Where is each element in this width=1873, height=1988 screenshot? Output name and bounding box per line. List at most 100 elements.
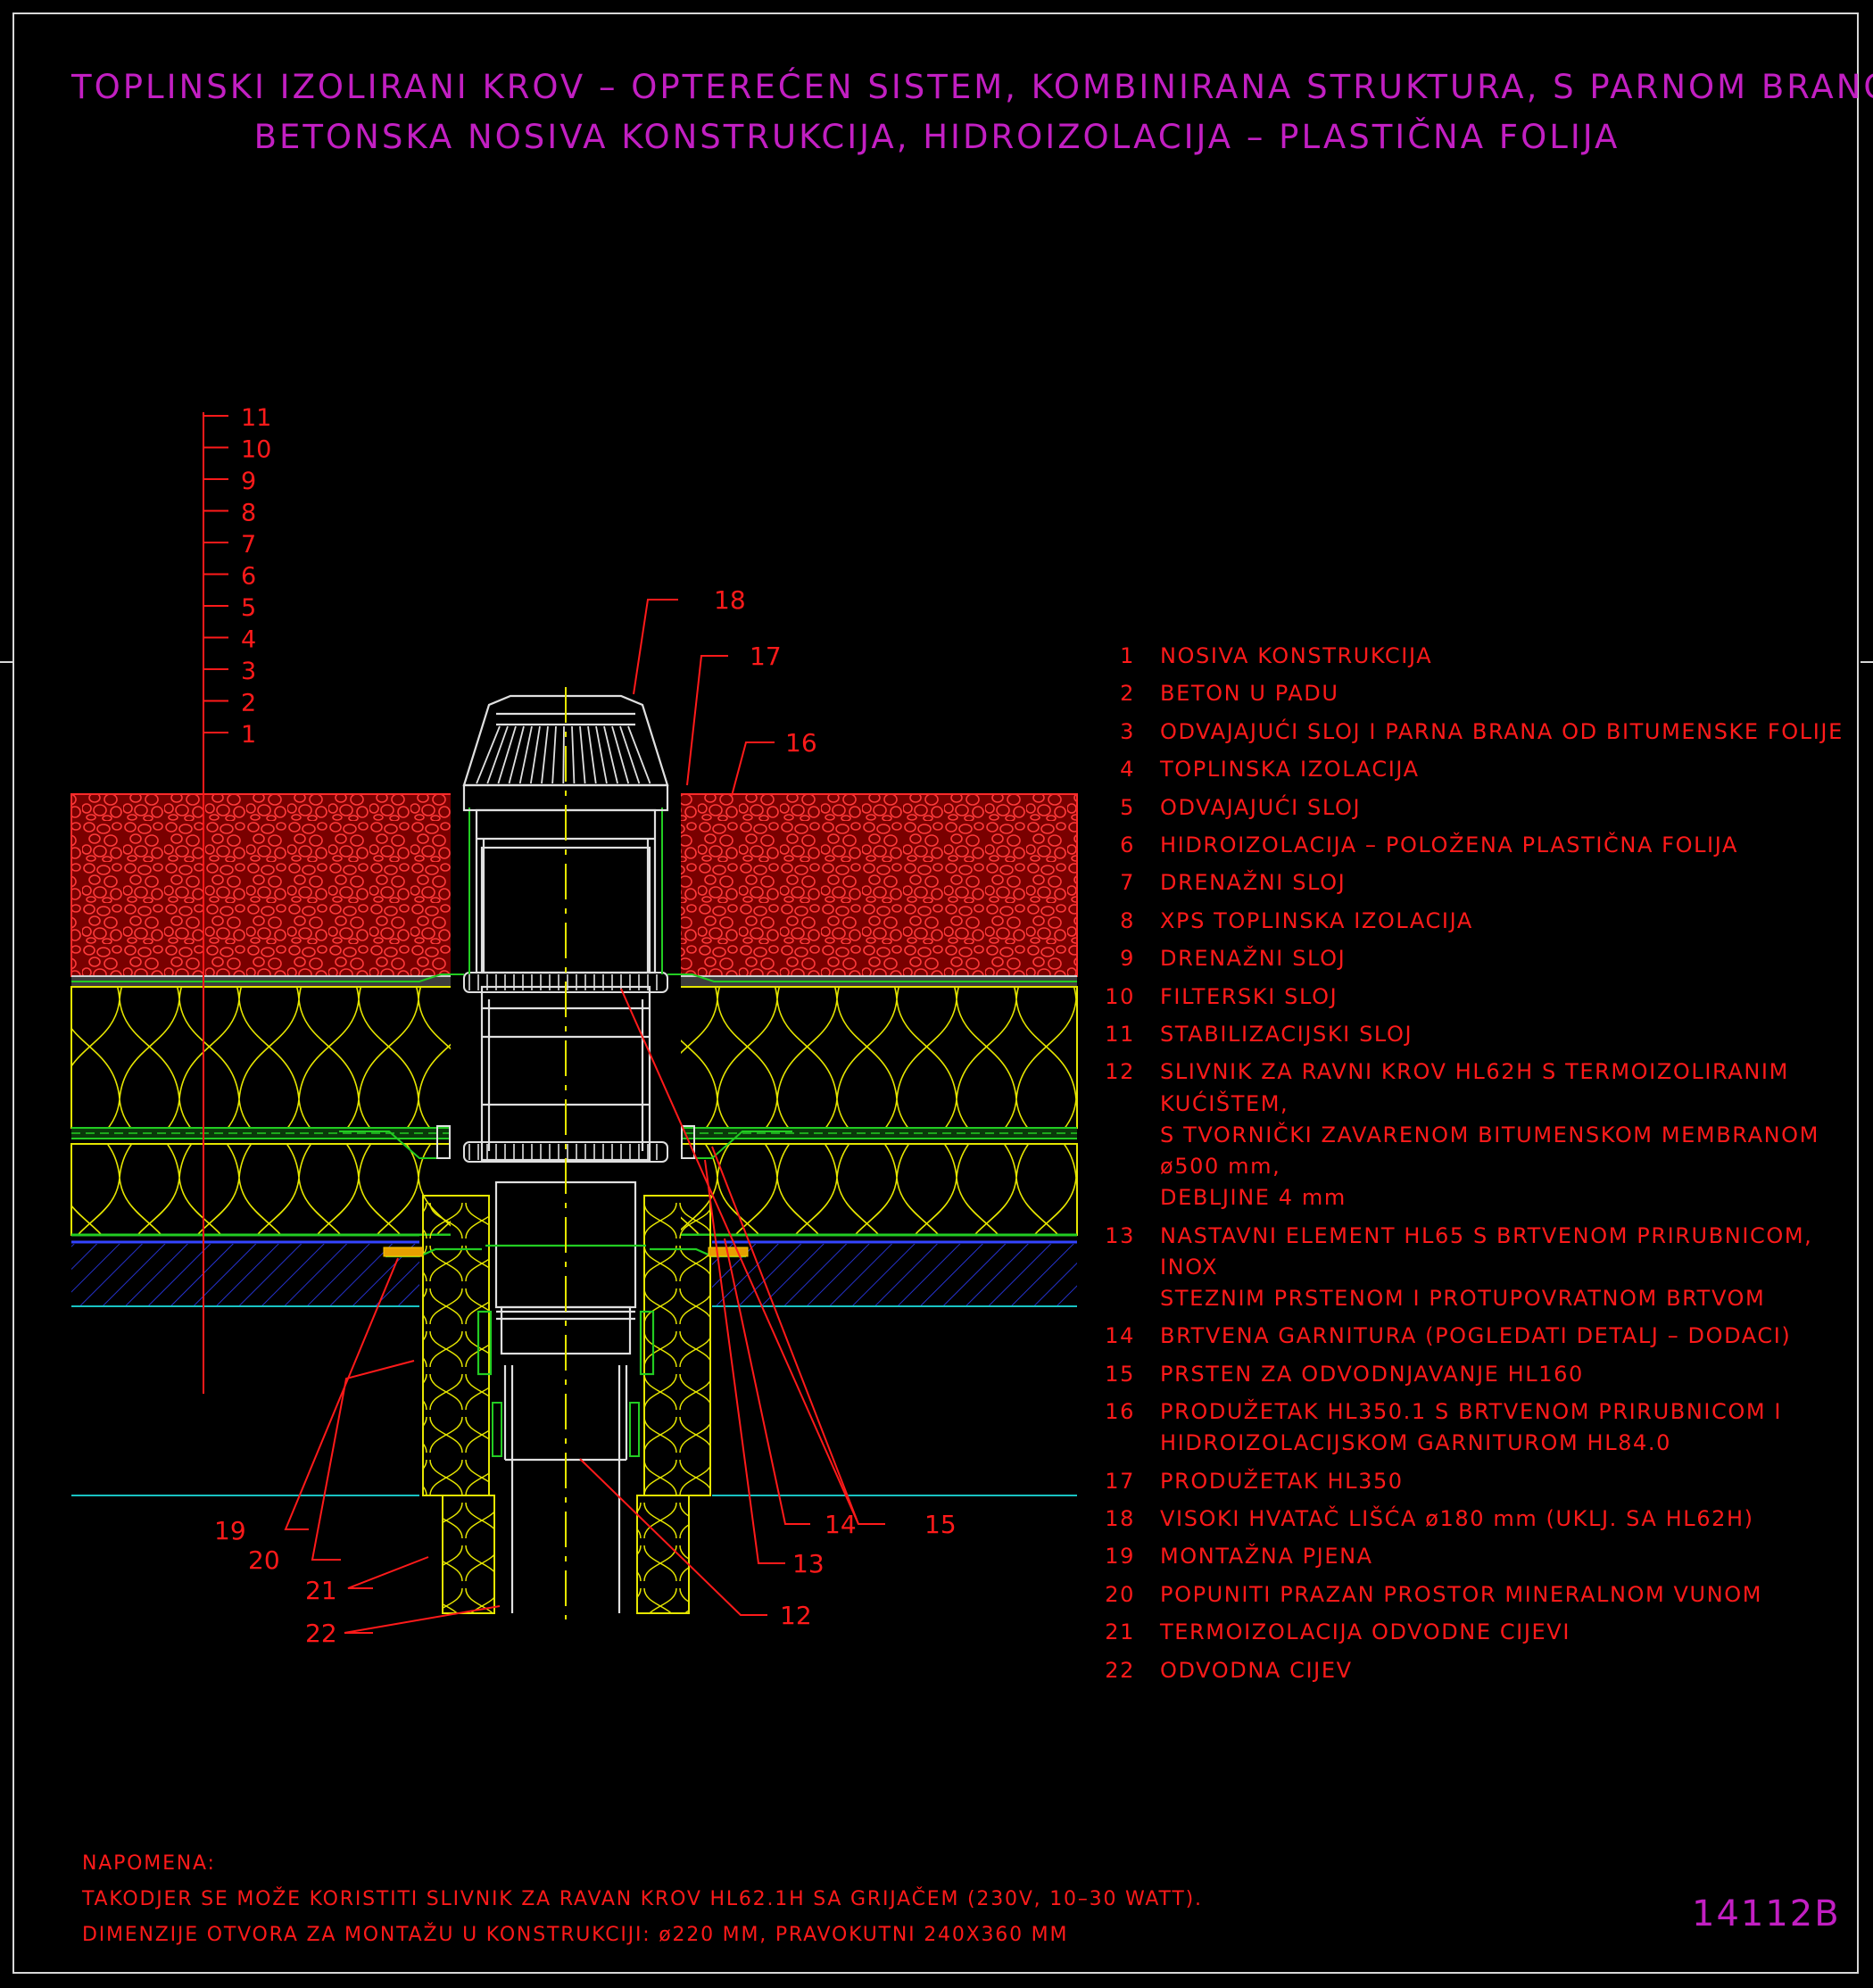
legend-item: 15 PRSTEN ZA ODVODNJAVANJE HL160: [1099, 1359, 1858, 1390]
note-heading: NAPOMENA:: [82, 1852, 216, 1875]
legend-number: 9: [1120, 946, 1135, 972]
layer-scale-label: 2: [241, 690, 256, 717]
callout-label: 13: [792, 1549, 825, 1578]
legend-number: 19: [1105, 1544, 1135, 1570]
legend-text: MONTAŽNA PJENA: [1160, 1544, 1373, 1570]
legend-text: PRODUŽETAK HL350.1 S BRTVENOM PRIRUBNICO…: [1160, 1399, 1783, 1456]
legend-number: 15: [1105, 1361, 1135, 1387]
callout-label: 15: [924, 1510, 957, 1539]
callout-label: 16: [785, 728, 817, 758]
legend-item: 9 DRENAŽNI SLOJ: [1099, 943, 1858, 974]
legend-text: BRTVENA GARNITURA (POGLEDATI DETALJ – DO…: [1160, 1323, 1792, 1349]
ring-teeth: [468, 974, 658, 1160]
gasket-left: [477, 1310, 493, 1376]
callout-label: 12: [780, 1601, 812, 1630]
layer-scale-label: 6: [241, 563, 256, 591]
legend-number: 11: [1105, 1021, 1135, 1047]
title-line-1: TOPLINSKI IZOLIRANI KROV – OPTEREĆEN SIS…: [71, 68, 1873, 106]
layer-scale-label: 4: [241, 626, 256, 654]
callout-label: 17: [750, 642, 782, 671]
legend-text: DRENAŽNI SLOJ: [1160, 946, 1347, 972]
leaf-catcher-rib: [508, 725, 525, 784]
sealing-set-left: [383, 1247, 424, 1257]
callout-leaders: [284, 599, 885, 1634]
legend-item: 20 POPUNITI PRAZAN PROSTOR MINERALNOM VUN…: [1099, 1579, 1858, 1611]
legend-text: BETON U PADU: [1160, 681, 1339, 707]
callout-label: 19: [214, 1516, 246, 1545]
leaf-catcher-rib: [486, 725, 509, 784]
legend-item: 2 BETON U PADU: [1099, 678, 1858, 709]
layer-scale-label: 9: [241, 468, 256, 495]
callout-label: 22: [305, 1619, 337, 1648]
legend-number: 18: [1105, 1506, 1135, 1532]
legend-number: 14: [1105, 1323, 1135, 1349]
gasket-right: [639, 1310, 655, 1376]
legend-text: POPUNITI PRAZAN PROSTOR MINERALNOM VUNOM: [1160, 1581, 1763, 1607]
legend-number: 7: [1120, 870, 1135, 896]
legend-text: NOSIVA KONSTRUKCIJA: [1160, 643, 1433, 668]
legend-number: 20: [1105, 1581, 1135, 1607]
legend-number: 16: [1105, 1399, 1135, 1425]
layer-scale-label: 7: [241, 531, 256, 559]
legend-text: VISOKI HVATAČ LIŠĆA ø180 mm (UKLJ. SA HL…: [1160, 1506, 1754, 1532]
leaf-catcher-rib: [627, 725, 651, 784]
title-line-2: BETONSKA NOSIVA KONSTRUKCIJA, HIDROIZOLA…: [253, 118, 1620, 156]
leaf-catcher-rib: [551, 725, 557, 784]
legend-item: 19 MONTAŽNA PJENA: [1099, 1541, 1858, 1572]
legend-text: ODVAJAJUĆI SLOJ: [1160, 794, 1362, 820]
legend-text: HIDROIZOLACIJA – POLOŽENA PLASTIČNA FOLI…: [1160, 832, 1739, 857]
note-line-2: DIMENZIJE OTVORA ZA MONTAŽU U KONSTRUKCI…: [82, 1924, 1069, 1946]
callout-label: 14: [825, 1510, 857, 1539]
leaf-catcher-ribs: [476, 725, 651, 784]
callout-label: 21: [305, 1576, 337, 1605]
pipe-insulation-left: [442, 1495, 495, 1614]
legend-item: 18 VISOKI HVATAČ LIŠĆA ø180 mm (UKLJ. SA …: [1099, 1503, 1858, 1535]
layer-scale-label: 1: [241, 721, 256, 749]
legend-text: NASTAVNI ELEMENT HL65 S BRTVENOM PRIRUBN…: [1160, 1222, 1813, 1311]
legend-number: 12: [1105, 1059, 1135, 1085]
legend-text: DRENAŽNI SLOJ: [1160, 870, 1347, 896]
legend-item: 14 BRTVENA GARNITURA (POGLEDATI DETALJ – …: [1099, 1321, 1858, 1352]
leaf-catcher-rib: [529, 725, 541, 784]
legend-text: STABILIZACIJSKI SLOJ: [1160, 1021, 1413, 1047]
legend-item: 11 STABILIZACIJSKI SLOJ: [1099, 1019, 1858, 1050]
legend-item: 1 NOSIVA KONSTRUKCIJA: [1099, 641, 1858, 672]
outlet-pipe: [503, 1365, 628, 1613]
frame-tick-right: [1861, 661, 1873, 663]
legend-number: 21: [1105, 1619, 1135, 1645]
legend-item: 16 PRODUŽETAK HL350.1 S BRTVENOM PRIRUBNI…: [1099, 1396, 1858, 1459]
leaf-catcher-rib: [571, 725, 576, 784]
leaf-catcher-rib: [587, 725, 597, 784]
legend-number: 4: [1120, 757, 1135, 783]
legend-item: 12 SLIVNIK ZA RAVNI KROV HL62H S TERMOIZO…: [1099, 1056, 1858, 1214]
leaf-catcher-rib: [476, 725, 501, 784]
flange-membrane-upper: [71, 973, 464, 982]
legend-item: 7 DRENAŽNI SLOJ: [1099, 867, 1858, 899]
legend-text: TERMOIZOLACIJA ODVODNE CIJEVI: [1160, 1619, 1571, 1645]
legend-number: 3: [1120, 718, 1135, 744]
legend-text: PRSTEN ZA ODVODNJAVANJE HL160: [1160, 1361, 1584, 1387]
callout-label: 20: [248, 1545, 280, 1575]
pipe-insulation-right: [636, 1495, 690, 1614]
layer-scale-label: 5: [241, 594, 256, 622]
legend-number: 2: [1120, 681, 1135, 707]
legend-number: 22: [1105, 1657, 1135, 1683]
leaf-catcher-rib: [562, 725, 565, 784]
leaf-catcher-rib: [579, 725, 586, 784]
layer-scale-label: 3: [241, 658, 256, 685]
legend-text: SLIVNIK ZA RAVNI KROV HL62H S TERMOIZOLI…: [1160, 1059, 1819, 1211]
legend-number: 1: [1120, 643, 1135, 668]
callout-label: 18: [714, 585, 746, 615]
